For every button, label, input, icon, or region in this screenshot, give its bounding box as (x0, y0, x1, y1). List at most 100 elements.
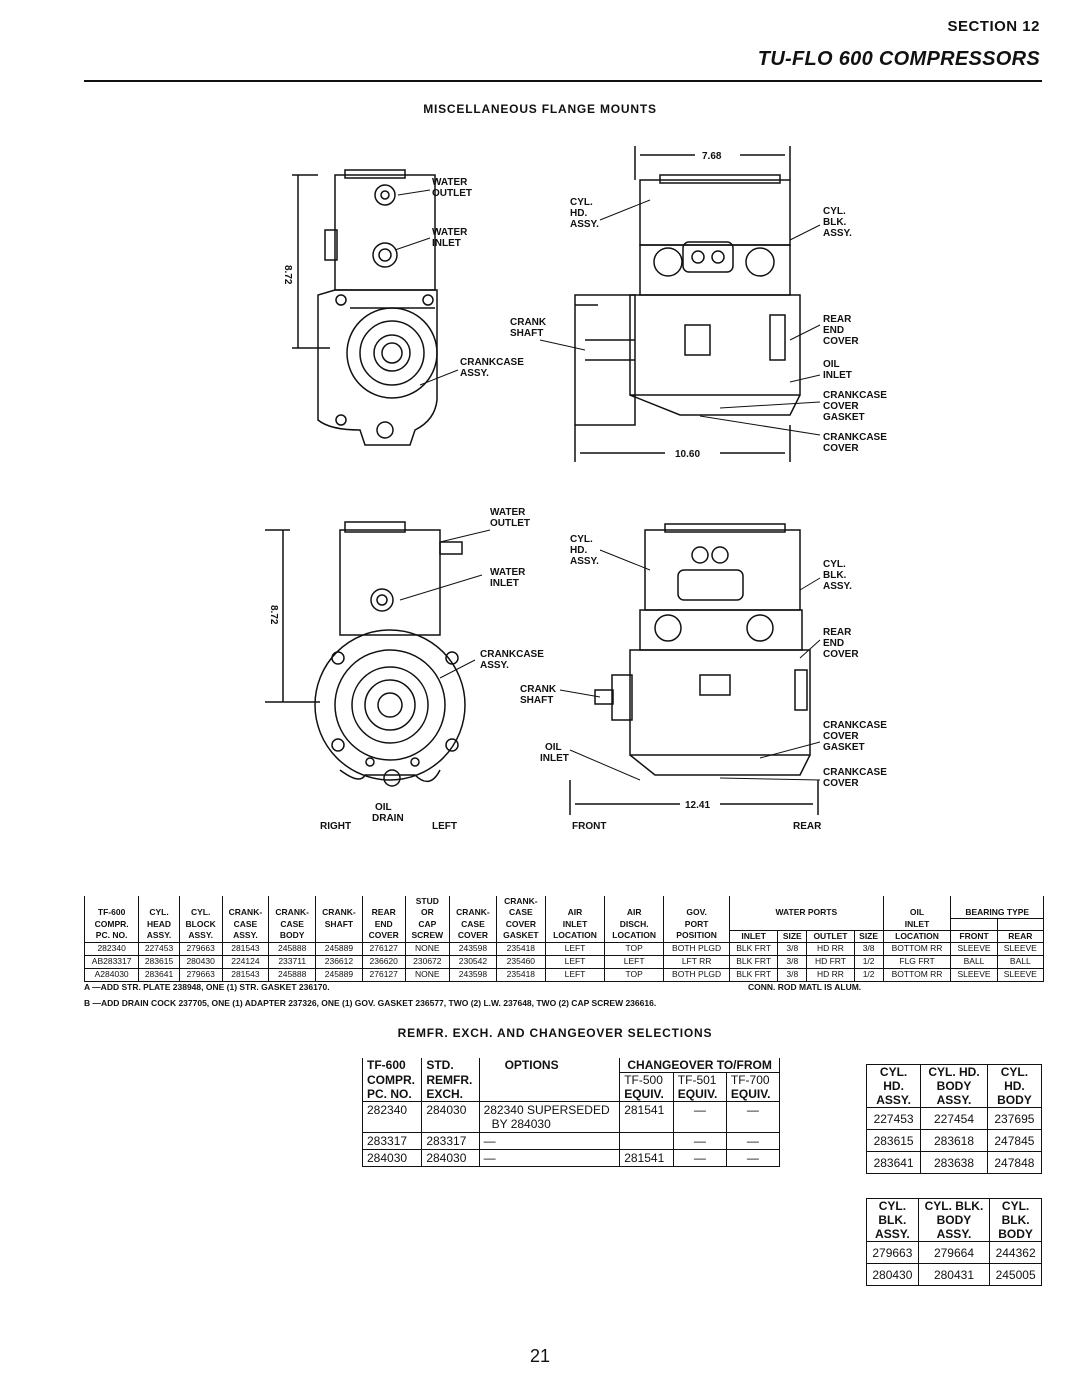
cyl-head-cell: 283618 (920, 1129, 988, 1152)
spec-header: TF-600 (83, 907, 140, 919)
cyl-head-header: ASSY. (920, 1093, 988, 1108)
spec-cell: 1/2 (853, 954, 884, 969)
spec-header: CRANK- (268, 907, 317, 919)
spec-header: CYL. (178, 907, 223, 919)
label-oil-drain-1: OIL (375, 802, 392, 813)
spec-header: AIR (544, 907, 606, 919)
label-oil-drain-2: DRAIN (372, 813, 404, 824)
cyl-blk-header: CYL. BLK. (917, 1198, 991, 1213)
spec-cell: HD FRT (806, 954, 855, 969)
spec-header: INLET (728, 929, 779, 943)
spec-header (361, 896, 406, 907)
spec-cell: 245889 (315, 967, 363, 982)
top-side-dimension: 8.72 (282, 265, 293, 285)
remfr-option-line: 282340 SUPERSEDED (483, 1103, 610, 1117)
cyl-head-cell: 227454 (920, 1107, 988, 1130)
cyl-blk-header: ASSY. (917, 1227, 991, 1242)
label-b-water-outlet-2: OUTLET (490, 518, 530, 529)
spec-header: BLOCK (178, 918, 223, 930)
label-b-cyl-hd-assy-2: HD. (570, 545, 587, 556)
remfr-title: REMFR. EXCH. AND CHANGEOVER SELECTIONS (397, 1026, 713, 1040)
spec-header: HEAD (138, 918, 180, 930)
remfr-cell: — (725, 1101, 781, 1133)
spec-cell: 279663 (178, 967, 223, 982)
remfr-header: PC. NO. (361, 1087, 422, 1102)
cyl-head-header: BODY (986, 1093, 1043, 1108)
spec-header (268, 896, 317, 907)
spec-cell: 227453 (138, 941, 180, 956)
label-crankcase-assy-2: ASSY. (460, 368, 489, 379)
page-title: TU-FLO 600 COMPRESSORS (757, 48, 1040, 70)
spec-cell: NONE (404, 967, 451, 982)
remfr-table: TF-600 STD. OPTIONS CHANGEOVER TO/FROM C… (361, 1058, 781, 1167)
label-crankcase-assy-1: CRANKCASE (460, 357, 524, 368)
spec-cell: BOTH PLGD (663, 967, 730, 982)
label-b-cyl-blk-assy-1: CYL. (823, 559, 846, 570)
spec-header-bearing-type: BEARING TYPE (950, 907, 1044, 919)
remfr-cell: — (672, 1132, 727, 1150)
label-crankcase-cover-2: COVER (823, 443, 859, 454)
spec-cell: 3/8 (777, 954, 808, 969)
label-b-oil-inlet-2: INLET (540, 753, 569, 764)
spec-header: LOCATION (882, 929, 952, 943)
cyl-head-cell: 283615 (865, 1129, 922, 1152)
spec-cell: A284030 (83, 967, 140, 982)
cyl-head-header: BODY (920, 1079, 988, 1093)
remfr-header: COMPR. (361, 1072, 422, 1087)
label-b-rear-end-cover-2: END (823, 638, 844, 649)
remfr-cell: 283317 (361, 1132, 422, 1150)
spec-header: REAR (996, 929, 1045, 943)
cyl-blk-cell: 279663 (866, 1241, 919, 1264)
spec-cell: LEFT (604, 954, 665, 969)
spec-header: ASSY. (221, 930, 270, 943)
top-side-view-drawing (292, 169, 438, 446)
remfr-header: STD. (421, 1058, 480, 1073)
spec-cell: BOTH PLGD (663, 941, 730, 956)
spec-cell: SLEEVE (996, 941, 1045, 956)
cyl-blk-header: BLK. (989, 1213, 1042, 1227)
remfr-cell: — (478, 1149, 620, 1167)
spec-cell: SLEEVE (996, 967, 1045, 982)
cyl-head-cell: 247848 (986, 1151, 1043, 1174)
spec-cell: 3/8 (777, 941, 808, 956)
spec-cell: 245889 (315, 941, 363, 956)
spec-cell: 276127 (361, 941, 406, 956)
spec-header: COVER (449, 930, 497, 943)
bottom-side-view-drawing (265, 521, 466, 787)
spec-header (315, 896, 363, 907)
spec-cell: 233711 (268, 954, 317, 969)
spec-header (449, 896, 497, 907)
section-label: SECTION 12 (947, 18, 1040, 35)
spec-header (221, 896, 270, 907)
remfr-header: EQUIV. (672, 1087, 727, 1102)
spec-cell: BLK FRT (728, 967, 779, 982)
figures-title: MISCELLANEOUS FLANGE MOUNTS (423, 102, 657, 116)
spec-cell: LEFT (544, 954, 606, 969)
label-b-cyl-blk-assy-2: BLK. (823, 570, 847, 581)
bottom-side-dimension: 8.72 (268, 605, 279, 625)
spec-header: SCREW (404, 930, 451, 943)
remfr-cell: 284030 (421, 1101, 480, 1133)
remfr-header: TF-700 (725, 1072, 781, 1087)
compressor-drawings: 8.72 7.68 10.60 8.72 12.41 WATER OUTLET … (265, 146, 887, 832)
cyl-head-header: HD. (865, 1079, 922, 1093)
label-b-oil-inlet-1: OIL (545, 742, 562, 753)
remfr-cell: — (672, 1149, 727, 1167)
cyl-head-header: CYL. HD. (920, 1064, 988, 1079)
remfr-cell: — (478, 1132, 620, 1150)
label-b-crankcase-cover-1: CRANKCASE (823, 767, 887, 778)
label-cyl-blk-assy-2: BLK. (823, 217, 847, 228)
spec-cell: 235418 (495, 941, 546, 956)
label-b-rear-end-cover-3: COVER (823, 649, 859, 660)
top-front-dimension-top: 7.68 (702, 151, 722, 162)
cyl-blk-header: BLK. (866, 1213, 919, 1227)
label-crank-shaft-1: CRANK (510, 317, 547, 328)
top-front-dimension-bottom: 10.60 (675, 449, 700, 460)
spec-header: SHAFT (315, 918, 363, 930)
spec-header: STUD (404, 896, 451, 907)
label-water-inlet-1: WATER (432, 227, 468, 238)
remfr-cell: 284030 (361, 1149, 422, 1167)
spec-header: REAR (361, 907, 406, 919)
